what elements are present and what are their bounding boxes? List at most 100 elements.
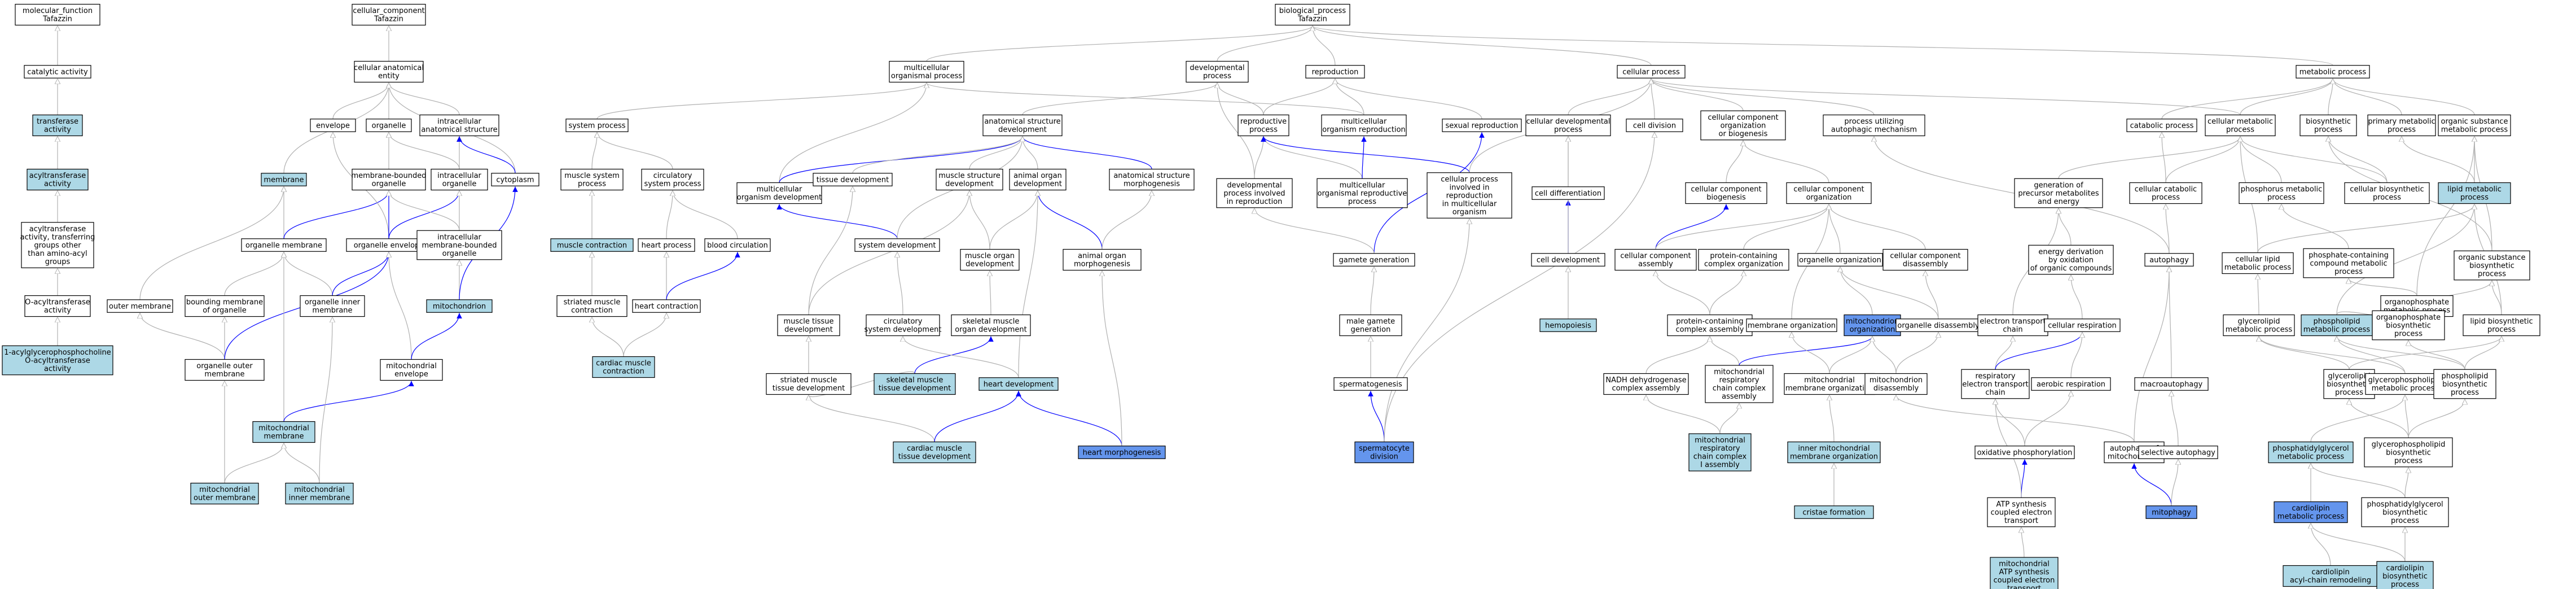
is-a-edge: [1646, 395, 1721, 434]
go-term-node-selauto: selective autophagy: [2138, 446, 2218, 459]
node-label-line: cardiolipin: [2386, 564, 2424, 573]
is-a-edge: [852, 136, 1022, 173]
go-term-node-celldiv: cell division: [1626, 119, 1683, 132]
go-term-node-aerobic: aerobic respiration: [2031, 377, 2111, 391]
node-label-line: or biogenesis: [1719, 130, 1768, 138]
node-box: [2361, 497, 2449, 527]
node-label-line: process: [1249, 126, 1278, 134]
node-label-line: process utilizing: [1844, 117, 1903, 126]
is-a-edge: [2165, 137, 2240, 183]
is-a-edge: [1995, 337, 2013, 370]
node-label-line: organelle outer: [196, 362, 253, 370]
node-box: [24, 65, 91, 78]
node-box: [936, 168, 1003, 191]
node-label-line: in reproduction: [1227, 198, 1283, 206]
regulates-edge: [283, 381, 414, 422]
is-a-edge: [2336, 204, 2474, 315]
node-label-line: process: [2335, 389, 2363, 397]
is-a-edge: [1263, 136, 1363, 179]
node-label-line: membrane: [264, 176, 304, 184]
node-box: [1685, 182, 1767, 204]
node-label-line: organelle: [372, 121, 406, 130]
is-a-edge: [1217, 83, 1255, 179]
node-box: [24, 295, 91, 317]
is-a-edge: [897, 252, 903, 315]
node-label-line: development: [966, 260, 1014, 269]
is-a-edge: [2416, 137, 2474, 296]
is-a-edge: [2161, 78, 2333, 119]
node-box: [556, 295, 627, 317]
node-box: [2144, 253, 2194, 267]
is-a-edge: [2333, 78, 2402, 115]
node-box: [252, 421, 315, 443]
is-a-edge: [969, 136, 1022, 169]
node-label-line: metabolic process: [2299, 68, 2367, 76]
node-box: [641, 168, 704, 191]
node-label-line: I assembly: [1700, 461, 1740, 469]
is-a-edge: [2162, 132, 2166, 183]
node-label-line: activity, transferring: [20, 233, 95, 242]
node-label-line: phospholipid: [2441, 372, 2488, 381]
node-label-line: transport: [2007, 584, 2041, 589]
node-label-line: cellular metabolic: [2208, 117, 2273, 126]
node-label-line: cellular process: [1441, 175, 1498, 184]
regulates-edge: [1655, 204, 1729, 250]
node-label-line: activity: [44, 126, 71, 134]
node-label-line: morphogenesis: [1124, 180, 1180, 189]
node-label-line: catabolic process: [2130, 121, 2194, 130]
is-a-edge: [1840, 267, 1939, 319]
node-label-line: intracellular: [437, 172, 481, 180]
node-label-line: oxidative phosphorylation: [1977, 448, 2073, 457]
node-box: [1603, 373, 1689, 395]
node-box: [1339, 314, 1402, 337]
node-box: [1531, 253, 1605, 267]
node-box: [1977, 314, 2048, 337]
is-a-edge: [2171, 391, 2179, 446]
node-box: [2438, 114, 2511, 137]
regulates-edge: [1020, 136, 1152, 169]
node-label-line: contraction: [603, 368, 644, 376]
go-term-node-catproc: catabolic process: [2126, 119, 2197, 132]
node-box: [1794, 505, 1874, 519]
go-term-node-heartmorph: heart morphogenesis: [1078, 446, 1166, 459]
node-box: [2433, 369, 2496, 399]
is-a-edge: [332, 82, 389, 119]
node-label-line: division: [1370, 453, 1398, 461]
node-label-line: disassembly: [1873, 385, 1919, 393]
is-a-edge: [1895, 332, 1938, 374]
node-label-line: mitochondrion: [1846, 317, 1899, 326]
node-label-line: activity: [44, 307, 71, 315]
is-a-edge: [1018, 191, 1038, 378]
node-label-line: process: [578, 180, 606, 189]
node-label-line: mitochondrial: [1999, 560, 2050, 569]
node-label-line: reproduction: [1312, 68, 1359, 76]
node-label-line: organismal reproductive: [1318, 189, 1407, 198]
node-label-line: animal organ: [1013, 172, 1062, 180]
node-label-line: biosynthetic: [2469, 261, 2514, 270]
node-box: [354, 60, 424, 83]
node-label-line: chain complex: [1693, 453, 1747, 461]
node-label-line: molecular_function: [23, 7, 93, 15]
is-a-edge: [2337, 336, 2406, 374]
node-label-line: membrane: [264, 433, 304, 441]
is-a-edge: [1384, 132, 1655, 442]
node-box: [416, 230, 502, 260]
is-a-edge: [903, 336, 1019, 378]
node-label-line: cellular biosynthetic: [2350, 185, 2424, 194]
